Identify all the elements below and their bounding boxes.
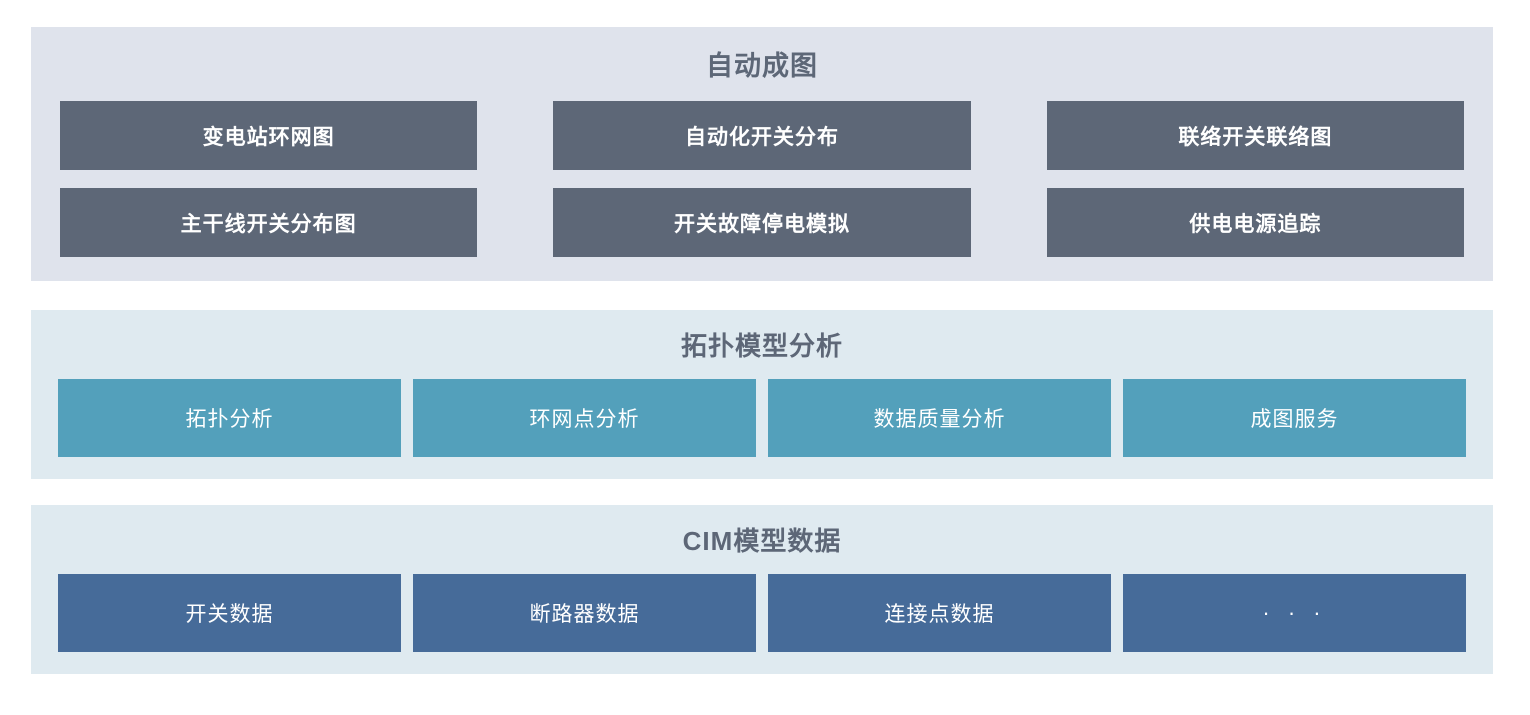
section-title-cim-model-data: CIM模型数据: [682, 526, 842, 556]
button-topology-analysis[interactable]: 拓扑分析: [58, 379, 401, 457]
button-substation-ring-network-diagram[interactable]: 变电站环网图: [60, 101, 478, 170]
section-auto-mapping: 自动成图 变电站环网图 自动化开关分布 联络开关联络图 主干线开关分布图 开关故…: [31, 27, 1493, 281]
section-title-auto-mapping: 自动成图: [706, 51, 818, 81]
button-more-data[interactable]: · · ·: [1123, 574, 1466, 652]
button-trunk-line-switch-distribution-diagram[interactable]: 主干线开关分布图: [60, 188, 478, 257]
button-automation-switch-distribution[interactable]: 自动化开关分布: [553, 101, 971, 170]
architecture-diagram: 自动成图 变电站环网图 自动化开关分布 联络开关联络图 主干线开关分布图 开关故…: [31, 27, 1493, 674]
button-grid-topology-model-analysis: 拓扑分析 环网点分析 数据质量分析 成图服务: [58, 379, 1466, 457]
button-switch-fault-outage-simulation[interactable]: 开关故障停电模拟: [553, 188, 971, 257]
button-grid-cim-model-data: 开关数据 断路器数据 连接点数据 · · ·: [58, 574, 1466, 652]
button-connectivity-node-data[interactable]: 连接点数据: [768, 574, 1111, 652]
button-circuit-breaker-data[interactable]: 断路器数据: [413, 574, 756, 652]
button-grid-auto-mapping: 变电站环网图 自动化开关分布 联络开关联络图 主干线开关分布图 开关故障停电模拟…: [60, 101, 1464, 257]
section-topology-model-analysis: 拓扑模型分析 拓扑分析 环网点分析 数据质量分析 成图服务: [31, 310, 1493, 479]
button-mapping-service[interactable]: 成图服务: [1123, 379, 1466, 457]
button-data-quality-analysis[interactable]: 数据质量分析: [768, 379, 1111, 457]
button-ring-network-point-analysis[interactable]: 环网点分析: [413, 379, 756, 457]
button-tie-switch-connection-diagram[interactable]: 联络开关联络图: [1046, 101, 1464, 170]
button-power-supply-source-tracing[interactable]: 供电电源追踪: [1046, 188, 1464, 257]
button-switch-data[interactable]: 开关数据: [58, 574, 401, 652]
section-cim-model-data: CIM模型数据 开关数据 断路器数据 连接点数据 · · ·: [31, 505, 1493, 674]
section-title-topology-model-analysis: 拓扑模型分析: [680, 331, 843, 361]
